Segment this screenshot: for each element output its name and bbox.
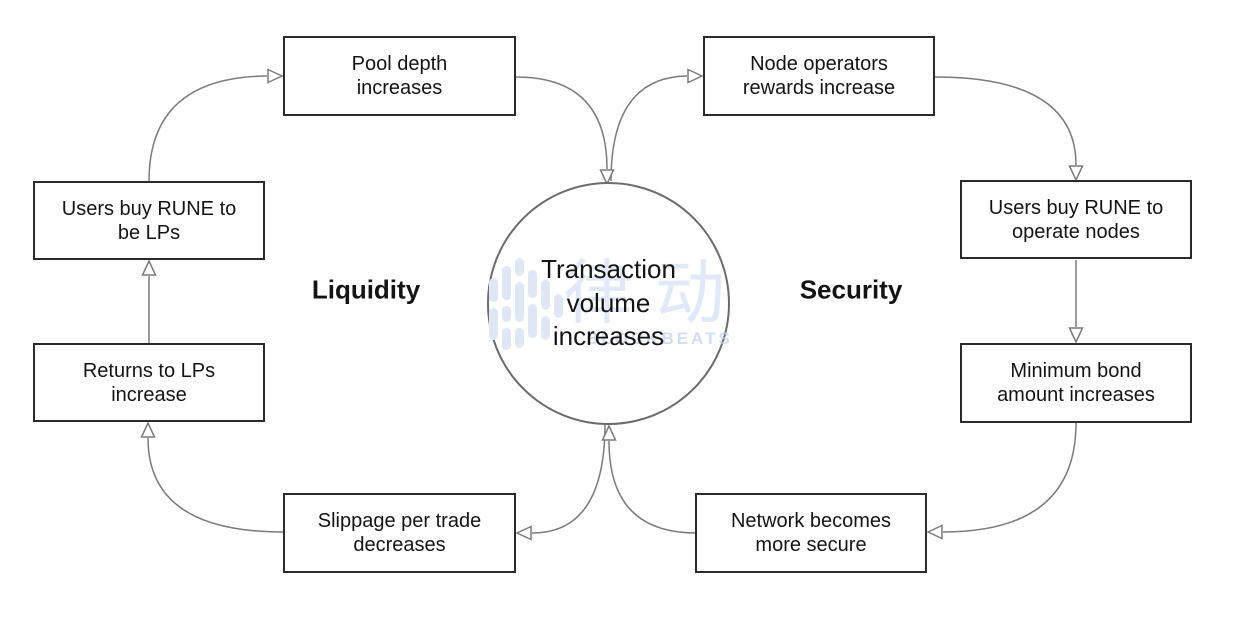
arrowhead-into-pool xyxy=(267,68,284,84)
node-users-buy-lps: Users buy RUNE to be LPs xyxy=(33,181,265,260)
center-node-line2: volume xyxy=(566,287,651,318)
edge-circle-to-slippage xyxy=(531,423,606,534)
arrowhead-into-min-bond xyxy=(1068,327,1084,344)
node-slippage: Slippage per trade decreases xyxy=(283,493,516,573)
node-users-buy-nodes: Users buy RUNE to operate nodes xyxy=(960,180,1192,259)
edge-network-to-circle xyxy=(608,440,697,534)
node-pool-depth-line2: increases xyxy=(356,77,443,99)
node-slippage-line2: decreases xyxy=(353,534,446,556)
node-users-buy-nodes-line2: operate nodes xyxy=(1012,220,1140,243)
node-users-buy-lps-line2: be LPs xyxy=(117,221,181,244)
edge-min-bond-to-network xyxy=(942,422,1077,533)
node-users-buy-nodes-line1: Users buy RUNE to xyxy=(988,196,1164,219)
node-min-bond: Minimum bond amount increases xyxy=(960,343,1192,423)
arrowhead-into-users-buy-nodes xyxy=(1068,165,1084,182)
arrowhead-into-returns xyxy=(140,421,156,438)
arrowhead-into-circle-top xyxy=(599,169,615,186)
arrowhead-into-node-rewards xyxy=(687,68,704,84)
node-pool-depth: Pool depth increases xyxy=(283,36,516,116)
edge-pool-to-circle xyxy=(515,76,608,170)
arrowhead-into-slippage xyxy=(515,525,532,541)
node-network-secure-line1: Network becomes xyxy=(730,510,892,532)
center-circle xyxy=(487,182,730,425)
liquidity-loop-label: Liquidity xyxy=(311,274,421,305)
node-network-secure-line2: more secure xyxy=(755,534,867,556)
edge-node-rewards-to-users-buy xyxy=(934,76,1077,166)
node-returns-lps-line2: increase xyxy=(111,383,187,406)
node-operator-rewards: Node operators rewards increase xyxy=(703,36,935,116)
arrowhead-into-circle-bottom xyxy=(601,424,617,441)
node-slippage-line1: Slippage per trade xyxy=(317,510,482,532)
node-min-bond-line2: amount increases xyxy=(997,384,1155,406)
node-pool-depth-line1: Pool depth xyxy=(351,53,448,75)
center-node-label: Transaction volume increases xyxy=(487,182,730,425)
node-users-buy-lps-line1: Users buy RUNE to xyxy=(61,197,237,220)
node-min-bond-line1: Minimum bond xyxy=(1010,360,1142,382)
security-loop-label: Security xyxy=(799,274,903,305)
edge-slippage-to-returns xyxy=(147,437,284,533)
node-returns-lps-line1: Returns to LPs xyxy=(82,359,216,382)
edge-users-buy-lps-to-pool xyxy=(148,75,268,182)
arrowhead-into-network xyxy=(926,524,943,540)
node-operator-rewards-line1: Node operators xyxy=(750,53,888,75)
center-node-line1: Transaction xyxy=(541,253,676,284)
edge-circle-to-node-rewards xyxy=(610,75,688,182)
node-returns-lps: Returns to LPs increase xyxy=(33,343,265,422)
node-operator-rewards-line2: rewards increase xyxy=(742,77,896,99)
node-network-secure: Network becomes more secure xyxy=(695,493,927,573)
center-node-line3: increases xyxy=(552,321,665,352)
arrowhead-into-users-buy-lps xyxy=(141,259,157,276)
